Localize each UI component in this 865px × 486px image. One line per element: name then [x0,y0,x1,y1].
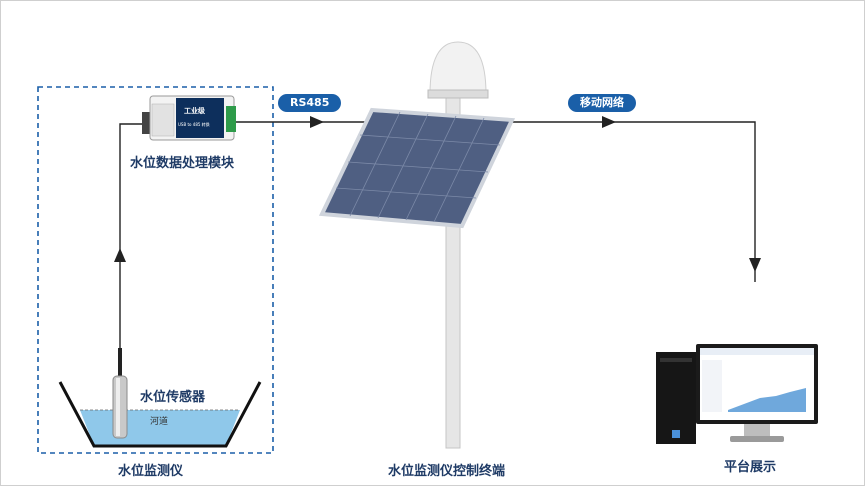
mobile-network-link-badge: 移动网络 [568,94,636,112]
rs485-link-badge: RS485 [278,94,342,112]
platform-label: 平台展示 [724,460,777,475]
terminal-to-platform-line [500,121,756,282]
module-device-icon [142,95,236,141]
instrument-label: 水位监测仪 [118,464,184,479]
terminal-label: 水位监测仪控制终端 [388,464,506,479]
sensor-to-module-line [119,123,152,392]
terminal-station-icon [318,41,516,449]
sensor-label: 水位传感器 [140,390,206,405]
arrow-right-icon [602,116,616,128]
sensor-probe-icon [112,348,128,439]
module-brand-text: 工业级 [184,107,205,115]
arrow-up-icon [114,248,126,262]
instrument-group-box [37,86,274,454]
module-label: 水位数据处理模块 [130,156,235,171]
pc-tower-icon [656,352,696,444]
module-model-text: USB to 485 转换 [178,122,210,127]
arrow-down-icon [749,258,761,272]
river-label: 河道 [150,417,169,427]
monitor-icon [696,344,818,442]
arrow-right-icon [310,116,324,128]
